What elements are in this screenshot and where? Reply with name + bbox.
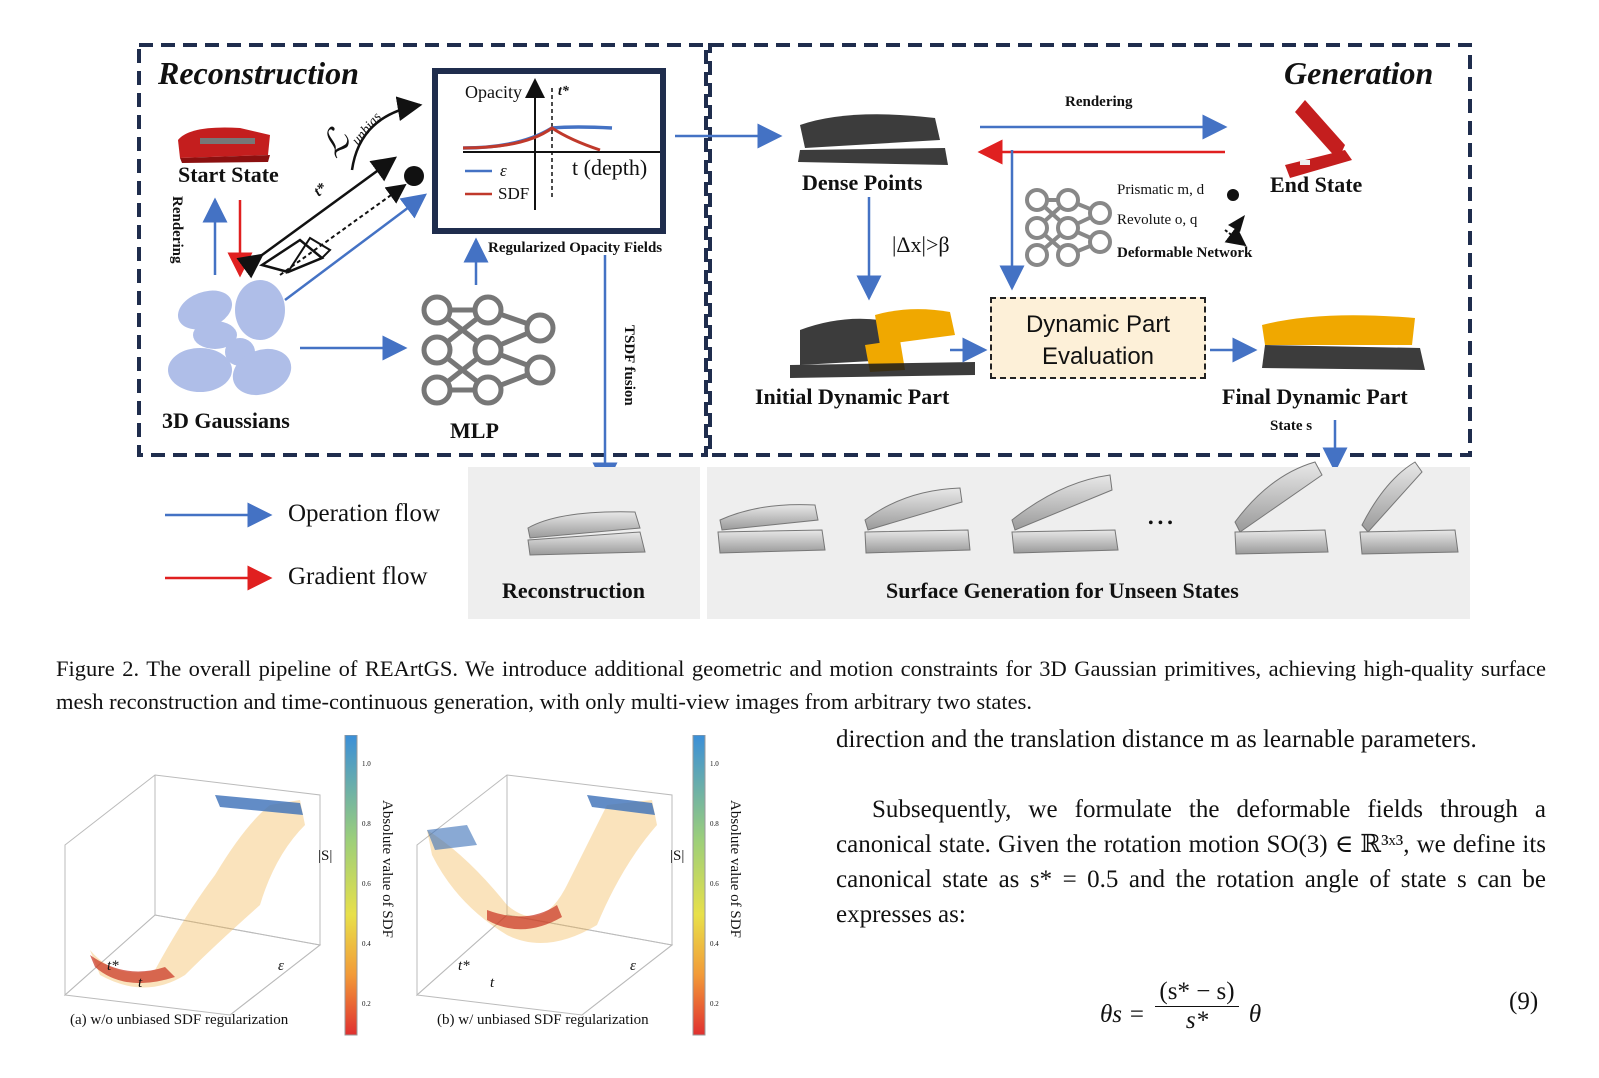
figure-frames (137, 43, 1472, 470)
mesh-row (165, 461, 1459, 591)
chart-a-colorbar-label: Absolute value of SDF (379, 800, 395, 938)
chart-a-caption: (a) w/o unbiased SDF regularization (70, 1012, 289, 1028)
ellipsis: • • • (1148, 515, 1173, 532)
surface-generation-label: Surface Generation for Unseen States (886, 578, 1239, 603)
chart-a-points (90, 795, 305, 988)
figure-caption: Figure 2. The overall pipeline of REArtG… (56, 656, 1546, 714)
generation-frame (708, 43, 1472, 457)
equation-number: (9) (1509, 988, 1539, 1015)
start-state-label: Start State (178, 162, 279, 187)
ray-point (404, 166, 424, 186)
gaussians-label: 3D Gaussians (162, 408, 290, 433)
chart-b-ylabel: ε (630, 958, 636, 974)
initial-dynamic-points-image (790, 309, 975, 378)
chart-b-colorbar (692, 735, 706, 1036)
start-stapler-image (178, 127, 270, 163)
depth-axis-label: t (depth) (572, 155, 648, 180)
chart-a-zlabel: |S| (318, 848, 333, 864)
unseen-mesh-3 (1011, 474, 1119, 554)
prismatic-label: Prismatic m, d (1117, 182, 1205, 198)
chart-b-xlabel2: t (490, 975, 495, 991)
chart-b-colorbar-label: Absolute value of SDF (727, 800, 743, 938)
end-stapler-image (1285, 100, 1352, 178)
tsdf-fusion-label: TSDF fusion (621, 325, 637, 406)
chart-a-xlabel1: t* (107, 958, 119, 974)
reconstruction-title: Reconstruction (158, 55, 359, 91)
legend-gradient-flow: Gradient flow (288, 563, 428, 590)
initial-dynamic-label: Initial Dynamic Part (755, 384, 950, 409)
chart-a-xlabel2: t (138, 975, 143, 991)
rendering-label-top: Rendering (1065, 94, 1133, 110)
mlp-network-icon (421, 294, 556, 406)
equation-9: θs = (s* − s) s* θ (1100, 978, 1262, 1034)
final-dynamic-points-image (1262, 315, 1425, 370)
unseen-mesh-4 (1234, 461, 1329, 555)
body-paragraph-1: direction and the translation distance m… (836, 726, 1477, 753)
dense-points-label: Dense Points (802, 170, 923, 195)
legend-sdf: SDF (498, 184, 530, 203)
t-star-plot-label: t* (558, 84, 569, 99)
gaussian-blobs (168, 280, 292, 396)
legend-eps: ε (500, 161, 507, 180)
threshold-label: |Δx|>β (892, 232, 950, 257)
unseen-mesh-2 (864, 487, 971, 554)
mlp-label: MLP (450, 418, 499, 443)
opacity-axis-label: Opacity (465, 82, 522, 102)
reconstruction-frame (137, 43, 708, 457)
dense-points-image (798, 114, 948, 165)
rendering-label-left: Rendering (169, 196, 185, 264)
chart-b-zlabel: |S| (670, 848, 685, 864)
chart-a-axes (63, 774, 322, 1016)
chart-b-points (427, 795, 657, 943)
chart-a-ylabel: ε (278, 958, 284, 974)
sdf-charts (63, 735, 706, 1036)
end-state-label: End State (1270, 172, 1363, 197)
unseen-mesh-5 (1359, 461, 1459, 555)
state-s-label: State s (1270, 418, 1313, 434)
chart-b-axes (415, 774, 674, 1016)
legend-operation-flow: Operation flow (288, 500, 441, 527)
body-paragraph-2: Subsequently, we formulate the deformabl… (836, 796, 1546, 928)
reconstruction-mesh-label: Reconstruction (502, 578, 645, 603)
dynamic-part-evaluation-box: Dynamic Part Evaluation (990, 297, 1206, 379)
chart-b-xlabel1: t* (458, 958, 470, 974)
deformable-network-icon (1025, 188, 1112, 267)
unseen-mesh-1 (717, 504, 826, 554)
chart-a-colorbar (344, 735, 358, 1036)
reconstruction-mesh-image (527, 511, 646, 556)
chart-b-caption: (b) w/ unbiased SDF regularization (437, 1012, 649, 1028)
generation-title: Generation (1284, 55, 1434, 91)
revolute-label: Revolute o, q (1117, 212, 1198, 228)
deformable-network-label: Deformable Network (1117, 245, 1253, 261)
final-dynamic-label: Final Dynamic Part (1222, 384, 1408, 409)
camera-icon (258, 236, 332, 275)
regularized-opacity-label: Regularized Opacity Fields (488, 240, 663, 256)
